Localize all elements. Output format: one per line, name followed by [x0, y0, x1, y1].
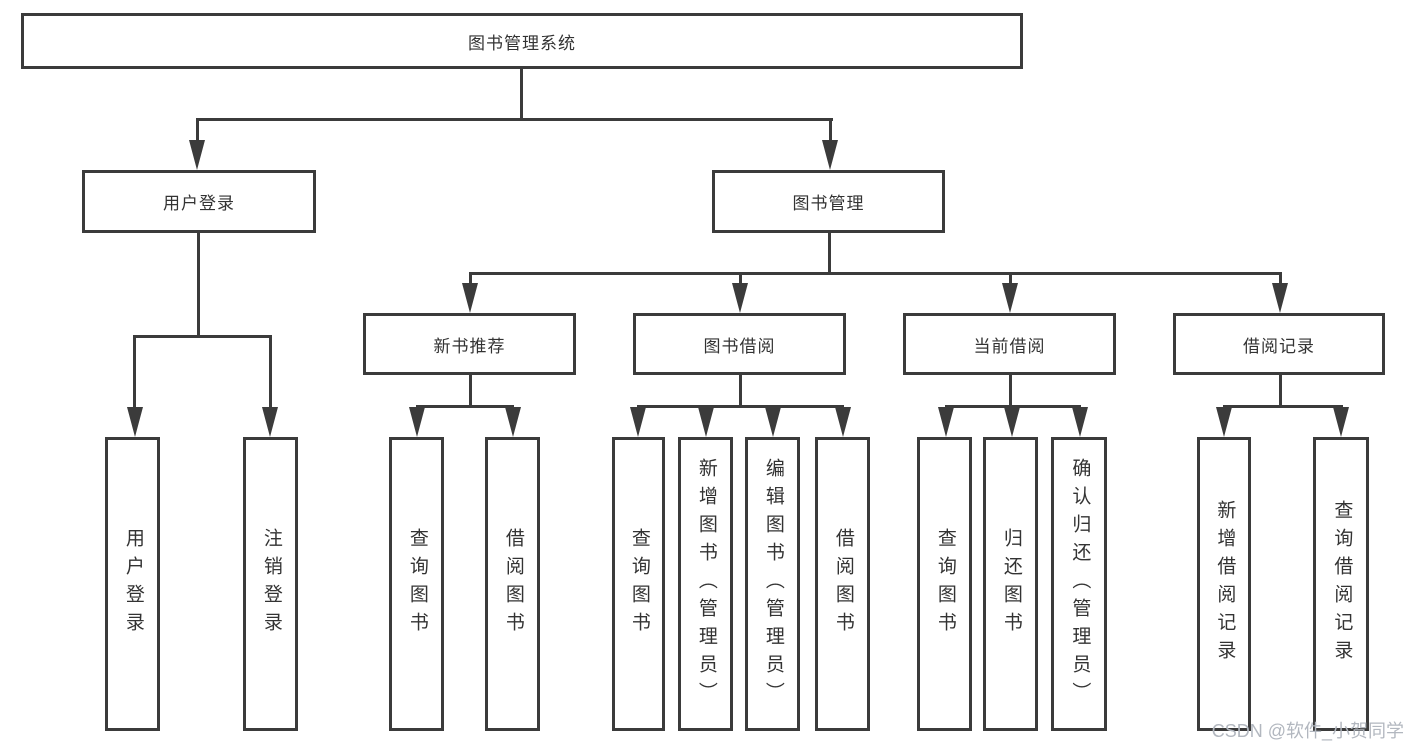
node-label: 图书管理 [792, 194, 865, 213]
arrow-down-icon [835, 407, 851, 437]
connector-line [197, 230, 200, 337]
arrow-down-icon [732, 283, 748, 313]
leaf-label: 用户登录 [122, 528, 144, 640]
arrow-down-icon [462, 283, 478, 313]
watermark: CSDN @软件_小贺同学 [1211, 721, 1404, 741]
connector-line [828, 230, 831, 274]
leaf-user-login: 用户登录 [105, 437, 160, 731]
node-label: 用户登录 [163, 194, 235, 213]
connector-line [1009, 272, 1012, 286]
node-label: 图书借阅 [703, 336, 776, 356]
arrow-down-icon [938, 407, 954, 437]
connector-line [1279, 272, 1282, 286]
node-library-system: 图书管理系统 [21, 13, 1023, 69]
connector-line [196, 118, 199, 144]
node-current-borrow: 当前借阅 [903, 313, 1116, 375]
connector-line [133, 335, 136, 409]
arrow-down-icon [1272, 283, 1288, 313]
leaf-edit-book-admin: 编辑图书（管理员） [745, 437, 800, 731]
connector-line [469, 272, 1282, 275]
connector-line [945, 405, 1081, 408]
node-new-book-recommend: 新书推荐 [363, 313, 576, 375]
leaf-label: 归还图书 [1000, 528, 1022, 640]
leaf-label: 查询图书 [406, 528, 428, 640]
connector-line [520, 66, 523, 120]
leaf-label: 编辑图书（管理员） [762, 458, 784, 710]
arrow-down-icon [1002, 283, 1018, 313]
connector-line [269, 335, 272, 409]
leaf-return-book: 归还图书 [983, 437, 1038, 731]
arrow-down-icon [1004, 407, 1020, 437]
leaf-label: 新增借阅记录 [1214, 500, 1236, 668]
leaf-logout: 注销登录 [243, 437, 298, 731]
connector-line [829, 118, 832, 144]
node-label: 新书推荐 [433, 336, 506, 356]
leaf-borrow-book-recommend: 借阅图书 [485, 437, 540, 731]
leaf-query-book-current: 查询图书 [917, 437, 972, 731]
arrow-down-icon [262, 407, 278, 437]
leaf-label: 查询图书 [628, 528, 650, 640]
node-book-management: 图书管理 [712, 170, 945, 233]
connector-line [196, 118, 833, 121]
leaf-add-book-admin: 新增图书（管理员） [678, 437, 733, 731]
arrow-down-icon [698, 407, 714, 437]
arrow-down-icon [822, 140, 838, 170]
leaf-label: 查询借阅记录 [1331, 500, 1353, 668]
node-label: 图书管理系统 [468, 33, 576, 53]
node-book-borrow: 图书借阅 [633, 313, 846, 375]
node-borrow-records: 借阅记录 [1173, 313, 1385, 375]
leaf-confirm-return-admin: 确认归还（管理员） [1051, 437, 1107, 731]
arrow-down-icon [409, 407, 425, 437]
connector-line [469, 372, 472, 407]
arrow-down-icon [1072, 407, 1088, 437]
node-label: 借阅记录 [1243, 336, 1315, 356]
connector-line [1009, 372, 1012, 407]
node-user-login: 用户登录 [82, 170, 316, 233]
connector-line [133, 335, 272, 338]
node-label: 当前借阅 [973, 336, 1046, 356]
arrow-down-icon [505, 407, 521, 437]
leaf-label: 借阅图书 [832, 528, 854, 640]
leaf-query-book-borrow: 查询图书 [612, 437, 665, 731]
leaf-query-borrow-record: 查询借阅记录 [1313, 437, 1369, 731]
connector-line [469, 272, 472, 286]
arrow-down-icon [127, 407, 143, 437]
arrow-down-icon [1216, 407, 1232, 437]
arrow-down-icon [765, 407, 781, 437]
connector-line [739, 272, 742, 286]
arrow-down-icon [1333, 407, 1349, 437]
leaf-query-book-recommend: 查询图书 [389, 437, 444, 731]
leaf-label: 新增图书（管理员） [695, 458, 717, 710]
connector-line [739, 372, 742, 407]
leaf-label: 借阅图书 [502, 528, 524, 640]
connector-line [1223, 405, 1343, 408]
connector-line [416, 405, 514, 408]
leaf-borrow-book: 借阅图书 [815, 437, 870, 731]
connector-line [637, 405, 844, 408]
leaf-label: 查询图书 [934, 528, 956, 640]
leaf-add-borrow-record: 新增借阅记录 [1197, 437, 1251, 731]
arrow-down-icon [189, 140, 205, 170]
leaf-label: 确认归还（管理员） [1069, 458, 1091, 710]
arrow-down-icon [630, 407, 646, 437]
leaf-label: 注销登录 [260, 528, 282, 640]
connector-line [1279, 372, 1282, 407]
